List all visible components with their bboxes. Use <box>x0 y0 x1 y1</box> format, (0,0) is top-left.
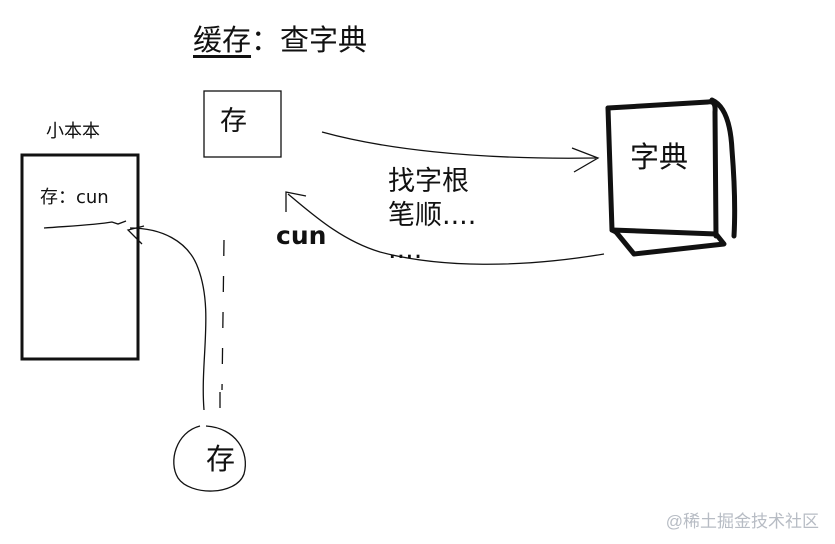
lookup-arrow-head <box>571 147 600 173</box>
notebook-arrow-head <box>126 225 145 245</box>
dashed-connector <box>221 239 225 391</box>
notebook-label: 小本本 <box>46 121 100 142</box>
return-arrow <box>287 193 605 265</box>
notebook-entry-underline <box>43 220 127 229</box>
page-title: 缓存：查字典 <box>193 26 367 55</box>
lookup-step: .... <box>388 234 423 265</box>
return-arrow-head <box>285 191 307 212</box>
request-circle <box>173 425 246 492</box>
lookup-arrow <box>321 131 597 159</box>
notebook-entry: 存：cun <box>40 187 109 208</box>
notebook-arrow <box>129 227 207 411</box>
result-label: cun <box>276 221 327 250</box>
cache-label: 存 <box>220 106 247 137</box>
dictionary-label: 字典 <box>630 140 689 174</box>
request-label: 存 <box>206 442 236 476</box>
lookup-step: 找字根 <box>388 166 469 197</box>
lookup-steps: 找字根 笔顺.... .... <box>388 165 476 267</box>
watermark: @稀土掘金技术社区 <box>665 512 819 531</box>
title-keyword: 缓存 <box>193 23 252 57</box>
dictionary-book <box>605 97 738 257</box>
cache-box <box>203 90 282 158</box>
title-rest: ：查字典 <box>251 23 368 57</box>
notebook-box <box>20 153 140 361</box>
lookup-step: 笔顺.... <box>388 200 477 231</box>
